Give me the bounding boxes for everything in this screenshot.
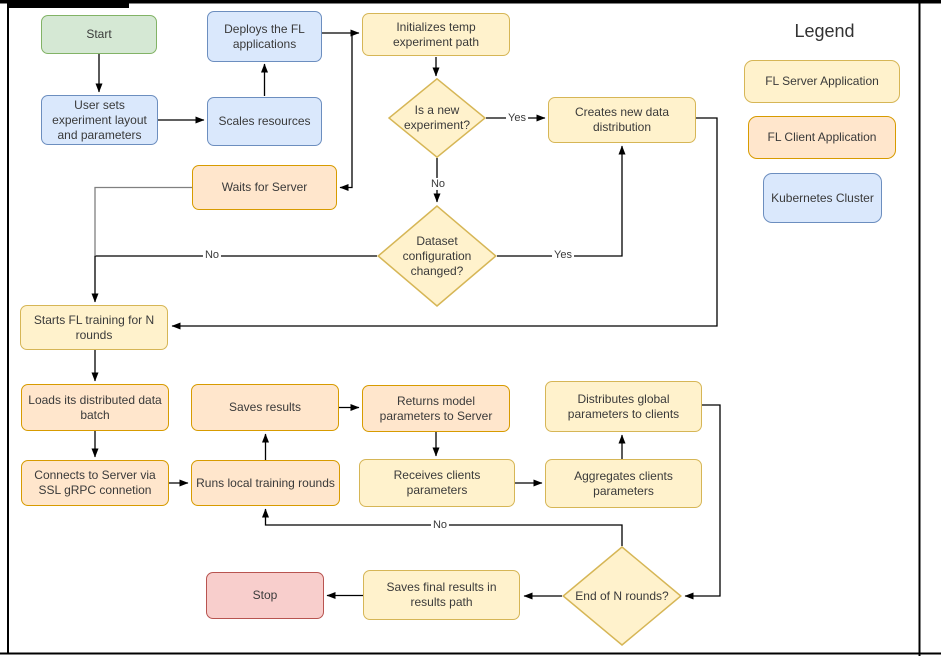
node-label: Loads its distributed data batch — [28, 392, 162, 422]
edge-label-no: No — [202, 248, 222, 262]
canvas-top-bar — [8, 0, 129, 8]
node-runs-local-training[interactable]: Runs local training rounds — [191, 460, 340, 506]
node-scales-resources[interactable]: Scales resources — [207, 97, 322, 146]
node-aggregates-clients-parameters[interactable]: Aggregates clients parameters — [545, 459, 702, 508]
edge-label-yes: Yes — [506, 111, 528, 125]
node-receives-clients-parameters[interactable]: Receives clients parameters — [359, 459, 515, 507]
node-returns-model-parameters[interactable]: Returns model parameters to Server — [362, 385, 510, 432]
node-dataset-configuration-changed[interactable]: Dataset configuration changed? — [377, 205, 497, 307]
edge-label-no: No — [430, 518, 450, 532]
node-label: Start — [86, 27, 112, 41]
node-label: Returns model parameters to Server — [379, 393, 493, 423]
node-label: Scales resources — [218, 114, 311, 128]
node-label: End of N rounds? — [575, 588, 669, 603]
node-creates-data-distribution[interactable]: Creates new data distribution — [548, 97, 696, 143]
edge-label-no: No — [428, 177, 448, 191]
legend-title: Legend — [794, 21, 855, 41]
node-label: Creates new data distribution — [574, 105, 670, 134]
node-label: Is a new experiment? — [403, 103, 471, 132]
legend-item-label: FL Server Application — [765, 74, 879, 88]
edge-deploys-waits — [339, 33, 353, 191]
edge-waits-starts — [94, 186, 192, 256]
legend-item-kubernetes[interactable]: Kubernetes Cluster — [763, 173, 882, 223]
node-label: Saves final results in results path — [386, 580, 497, 609]
node-start[interactable]: Start — [41, 15, 157, 54]
diamond-shape — [388, 78, 486, 158]
legend-item-fl-server[interactable]: FL Server Application — [744, 60, 900, 103]
legend-item-label: Kubernetes Cluster — [771, 190, 874, 205]
node-label: Starts FL training for N rounds — [33, 312, 155, 342]
node-label: Runs local training rounds — [196, 475, 335, 490]
node-starts-fl-training[interactable]: Starts FL training for N rounds — [20, 305, 168, 350]
node-label: Deploys the FL applications — [224, 21, 305, 51]
node-end-of-n-rounds[interactable]: End of N rounds? — [562, 546, 682, 646]
node-initializes-temp-path[interactable]: Initializes temp experiment path — [362, 13, 510, 56]
node-label: User sets experiment layout and paramete… — [52, 97, 147, 142]
diamond-shape — [562, 546, 682, 646]
node-label: Waits for Server — [221, 180, 308, 194]
legend-item-fl-client[interactable]: FL Client Application — [748, 116, 896, 159]
node-loads-data-batch[interactable]: Loads its distributed data batch — [21, 384, 169, 431]
node-distributes-global-parameters[interactable]: Distributes global parameters to clients — [545, 381, 702, 432]
legend-item-label: FL Client Application — [767, 130, 877, 144]
node-label: Dataset configuration changed? — [402, 233, 472, 278]
node-label: Saves results — [228, 400, 302, 414]
node-saves-final-results[interactable]: Saves final results in results path — [363, 570, 520, 620]
node-label: Stop — [252, 588, 278, 602]
node-deploys-fl-applications[interactable]: Deploys the FL applications — [207, 11, 322, 62]
node-user-sets-experiment[interactable]: User sets experiment layout and paramete… — [41, 95, 158, 145]
node-label: Initializes temp experiment path — [392, 19, 480, 49]
node-waits-for-server[interactable]: Waits for Server — [192, 165, 337, 210]
node-label: Aggregates clients parameters — [574, 468, 673, 498]
node-is-new-experiment[interactable]: Is a new experiment? — [388, 78, 486, 158]
diamond-shape — [377, 205, 497, 307]
edge-dataset-starts-no — [91, 255, 377, 303]
node-label: Receives clients parameters — [393, 468, 481, 497]
node-connects-to-server[interactable]: Connects to Server via SSL gRPC connetio… — [21, 460, 169, 506]
node-stop[interactable]: Stop — [206, 572, 324, 619]
edge-label-yes: Yes — [552, 248, 574, 262]
edge-dataset-creates-yes — [497, 145, 626, 257]
node-label: Distributes global parameters to clients — [567, 391, 680, 421]
node-saves-results[interactable]: Saves results — [191, 384, 339, 431]
node-label: Connects to Server via SSL gRPC connetio… — [34, 468, 156, 497]
